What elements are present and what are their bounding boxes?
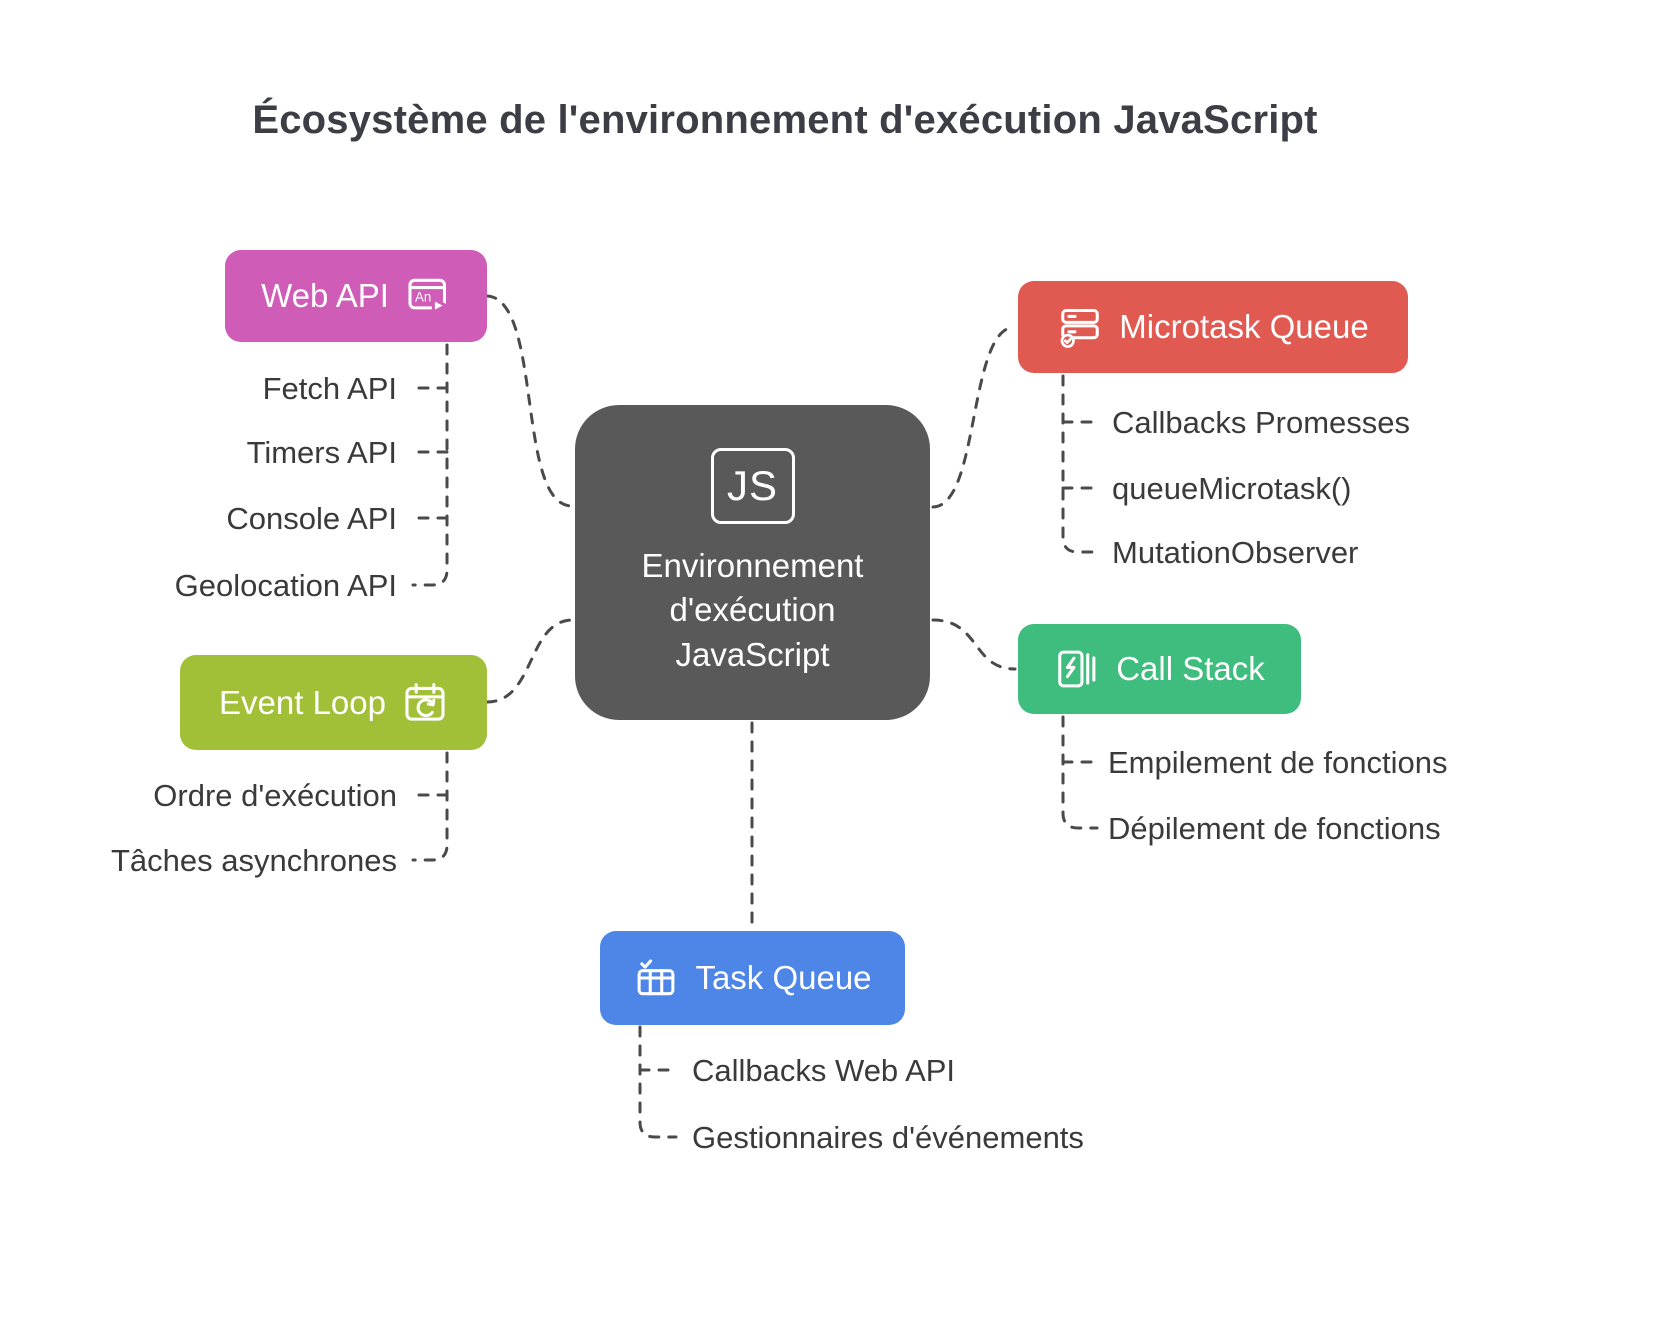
js-logo-icon: JS [710,448,795,525]
connector-center-microtask [931,325,1017,509]
leaf-mutationobserver: MutationObserver [1112,535,1359,570]
node-task-queue: Task Queue [600,931,905,1025]
node-call-stack-label: Call Stack [1116,650,1265,687]
leaf-gestionnaires-evenements: Gestionnaires d'événements [692,1120,1084,1155]
connector-event-loop-center [485,618,574,704]
node-microtask-queue: Microtask Queue [1018,281,1408,373]
node-task-queue-label: Task Queue [695,959,872,996]
browser-window-icon: An [405,273,451,319]
node-call-stack: Call Stack [1018,624,1301,714]
stacked-pages-icon [1054,646,1100,692]
center-node-label: Environnement d'exécution JavaScript [642,544,864,677]
calendar-sync-icon [402,680,448,726]
center-label-line-1: Environnement [641,547,864,585]
task-list-icon [633,955,679,1001]
leaf-queuemicrotask: queueMicrotask() [1112,471,1352,506]
leaf-depilement: Dépilement de fonctions [1108,811,1441,846]
leaf-empilement: Empilement de fonctions [1108,745,1448,780]
connector-web-api-center [485,294,574,508]
node-event-loop: Event Loop [180,655,487,750]
node-microtask-queue-label: Microtask Queue [1119,308,1369,345]
node-web-api: Web API An [225,250,487,342]
connector-call-stack-children [1061,715,1101,830]
connector-task-queue-children [638,1025,678,1139]
node-js-runtime: JS Environnement d'exécution JavaScript [575,405,930,720]
leaf-timers-api: Timers API [246,435,397,470]
center-label-line-2: d'exécution [669,591,836,629]
leaf-fetch-api: Fetch API [262,371,397,406]
connector-event-loop-children [409,751,449,862]
node-event-loop-label: Event Loop [219,683,386,721]
svg-text:An: An [415,289,431,304]
server-stack-icon [1057,304,1103,350]
node-web-api-label: Web API [261,277,389,314]
diagram-title: Écosystème de l'environnement d'exécutio… [252,98,1318,142]
center-label-line-3: JavaScript [675,635,830,673]
connector-microtask-children [1061,374,1101,554]
leaf-callbacks-web-api: Callbacks Web API [692,1053,956,1088]
leaf-ordre-execution: Ordre d'exécution [153,778,397,813]
leaf-geolocation-api: Geolocation API [174,568,397,603]
connector-center-call-stack [931,618,1017,671]
leaf-taches-asynchrones: Tâches asynchrones [110,843,397,878]
leaf-console-api: Console API [226,501,397,536]
leaf-callbacks-promesses: Callbacks Promesses [1112,405,1411,440]
connector-web-api-children [409,343,449,587]
